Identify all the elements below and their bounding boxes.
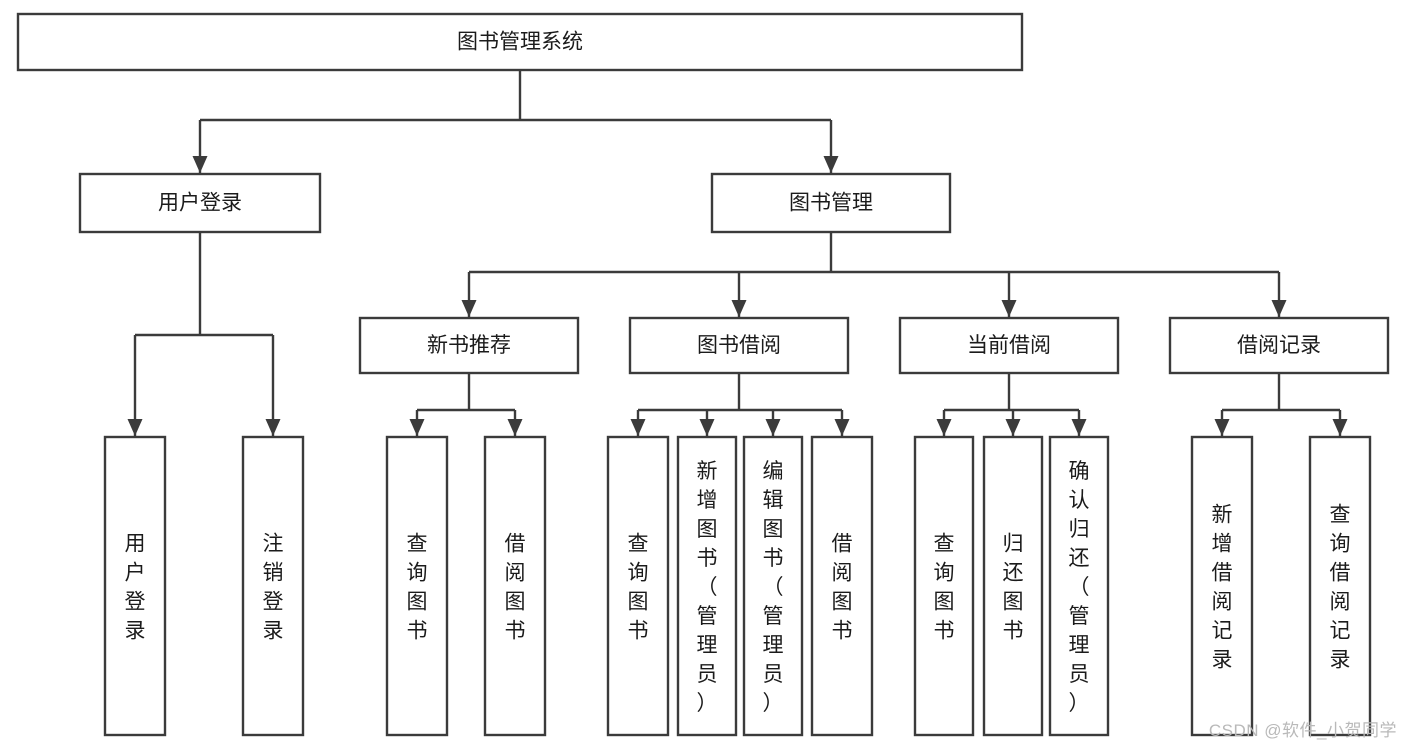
leaf-node-0-box[interactable] <box>103 435 167 737</box>
arrow-head-icon <box>823 156 839 173</box>
arrow-head-icon <box>409 419 425 436</box>
edges-layer <box>127 70 1348 436</box>
leaf-node-4-box[interactable] <box>606 435 670 737</box>
arrow-head-icon <box>507 419 523 436</box>
level3-node-2[interactable]: 当前借阅 <box>898 316 1120 375</box>
arrow-head-icon <box>461 300 477 317</box>
leaf-node-6[interactable]: 编辑图书（管理员） <box>742 435 804 737</box>
leaf-node-5[interactable]: 新增图书（管理员） <box>676 435 738 737</box>
leaf-node-6-label: 编辑图书（管理员） <box>763 460 784 715</box>
arrow-head-icon <box>1271 300 1287 317</box>
level3-node-1-label: 图书借阅 <box>697 334 781 357</box>
leaf-node-7-box[interactable] <box>810 435 874 737</box>
leaf-node-1-box[interactable] <box>241 435 305 737</box>
leaf-node-3-label: 借阅图书 <box>505 533 526 643</box>
root-node-book-management-system-label: 图书管理系统 <box>457 31 583 54</box>
leaf-node-12-box[interactable] <box>1308 435 1372 737</box>
leaf-node-8-box[interactable] <box>913 435 975 737</box>
level2-node-1-label: 图书管理 <box>789 192 873 215</box>
leaf-node-5-label: 新增图书（管理员） <box>697 460 718 715</box>
arrow-head-icon <box>630 419 646 436</box>
level3-node-3[interactable]: 借阅记录 <box>1168 316 1390 375</box>
leaf-node-3-box[interactable] <box>483 435 547 737</box>
leaf-node-8-label: 查询图书 <box>934 533 955 643</box>
leaf-node-7-label: 借阅图书 <box>832 533 853 643</box>
leaf-node-11-box[interactable] <box>1190 435 1254 737</box>
leaf-node-5-box[interactable] <box>676 435 738 737</box>
leaf-node-12-label: 查询借阅记录 <box>1330 504 1351 672</box>
leaf-node-2-box[interactable] <box>385 435 449 737</box>
arrow-head-icon <box>192 156 208 173</box>
arrow-head-icon <box>1001 300 1017 317</box>
leaf-node-2-label: 查询图书 <box>407 533 428 643</box>
level3-node-1[interactable]: 图书借阅 <box>628 316 850 375</box>
level2-node-1-box[interactable] <box>710 172 952 234</box>
leaf-node-8[interactable]: 查询图书 <box>913 435 975 737</box>
arrow-head-icon <box>265 419 281 436</box>
level2-node-1[interactable]: 图书管理 <box>710 172 952 234</box>
level2-node-0-box[interactable] <box>78 172 322 234</box>
level2-node-0[interactable]: 用户登录 <box>78 172 322 234</box>
leaf-node-9-box[interactable] <box>982 435 1044 737</box>
leaf-node-11[interactable]: 新增借阅记录 <box>1190 435 1254 737</box>
leaf-node-11-label: 新增借阅记录 <box>1212 504 1233 672</box>
arrow-head-icon <box>1214 419 1230 436</box>
level3-node-2-box[interactable] <box>898 316 1120 375</box>
leaf-node-9[interactable]: 归还图书 <box>982 435 1044 737</box>
level3-node-3-box[interactable] <box>1168 316 1390 375</box>
level3-node-0[interactable]: 新书推荐 <box>358 316 580 375</box>
leaf-node-4-label: 查询图书 <box>628 533 649 643</box>
leaf-node-7[interactable]: 借阅图书 <box>810 435 874 737</box>
level3-node-2-label: 当前借阅 <box>967 334 1051 357</box>
leaf-node-1[interactable]: 注销登录 <box>241 435 305 737</box>
level3-node-3-label: 借阅记录 <box>1237 334 1321 357</box>
leaf-node-6-box[interactable] <box>742 435 804 737</box>
arrow-head-icon <box>1005 419 1021 436</box>
arrow-head-icon <box>765 419 781 436</box>
leaf-node-0[interactable]: 用户登录 <box>103 435 167 737</box>
leaf-node-10-label: 确认归还（管理员） <box>1069 460 1090 715</box>
leaf-node-3[interactable]: 借阅图书 <box>483 435 547 737</box>
arrow-head-icon <box>731 300 747 317</box>
arrow-head-icon <box>1071 419 1087 436</box>
root-node-book-management-system-box[interactable] <box>16 12 1024 72</box>
level2-node-0-label: 用户登录 <box>158 192 242 215</box>
root-node-book-management-system[interactable]: 图书管理系统 <box>16 12 1024 72</box>
arrow-head-icon <box>834 419 850 436</box>
level3-node-1-box[interactable] <box>628 316 850 375</box>
leaf-node-2[interactable]: 查询图书 <box>385 435 449 737</box>
leaf-node-1-label: 注销登录 <box>263 533 284 643</box>
leaf-node-9-label: 归还图书 <box>1003 533 1024 643</box>
nodes-layer: 图书管理系统用户登录图书管理新书推荐图书借阅当前借阅借阅记录用户登录注销登录查询… <box>16 12 1390 737</box>
arrow-head-icon <box>936 419 952 436</box>
leaf-node-12[interactable]: 查询借阅记录 <box>1308 435 1372 737</box>
arrow-head-icon <box>699 419 715 436</box>
leaf-node-10[interactable]: 确认归还（管理员） <box>1048 435 1110 737</box>
leaf-node-0-label: 用户登录 <box>125 533 146 643</box>
arrow-head-icon <box>1332 419 1348 436</box>
level3-node-0-label: 新书推荐 <box>427 334 511 357</box>
leaf-node-4[interactable]: 查询图书 <box>606 435 670 737</box>
leaf-node-10-box[interactable] <box>1048 435 1110 737</box>
level3-node-0-box[interactable] <box>358 316 580 375</box>
arrow-head-icon <box>127 419 143 436</box>
